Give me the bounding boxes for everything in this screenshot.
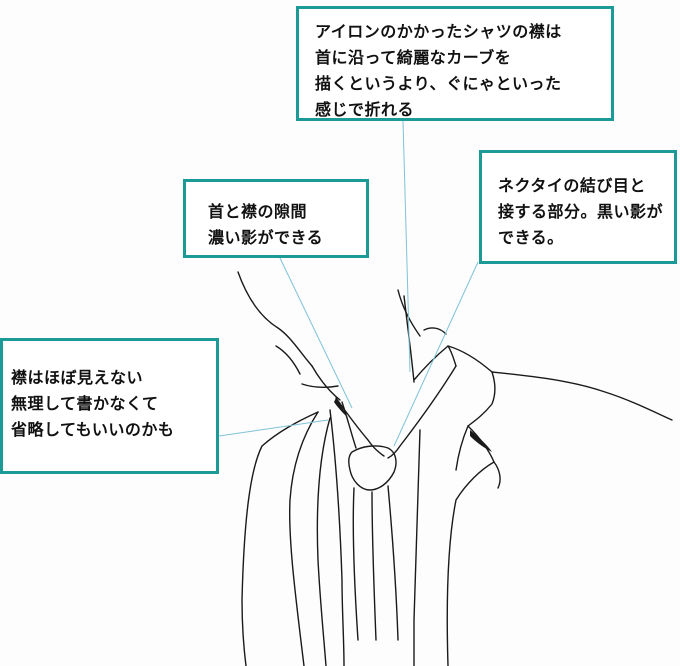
collar-right-fold xyxy=(387,365,457,459)
callout-neck-gap: 首と襟の隙間 濃い影ができる xyxy=(183,179,369,258)
callout-hidden-collar: 襟はほぼ見えない 無理して書かなくて 省略してもいいのかも xyxy=(0,338,219,474)
callout-tie-knot: ネクタイの結び目と 接する部分。黒い影が できる。 xyxy=(479,150,677,264)
callout-text-line: 感じで折れる xyxy=(315,100,415,119)
neck-right-edge xyxy=(403,295,415,383)
tie-center xyxy=(371,491,377,641)
throat-line xyxy=(301,383,339,389)
callout-text-line: 接する部分。黒い影が xyxy=(498,202,664,221)
collar-left-inner xyxy=(341,401,357,449)
figure-sketch xyxy=(237,271,673,666)
callout-text-line: 無理して書かなくて xyxy=(11,394,159,413)
shadow-areas xyxy=(334,398,492,452)
callout-text-line: 描くというより、ぐにゃといった xyxy=(315,74,562,93)
shirt-edge-right xyxy=(413,429,421,666)
callout-text-line: 首と襟の隙間 xyxy=(208,202,308,221)
callout-text-line: 襟はほぼ見えない xyxy=(11,368,144,387)
jaw-line-left xyxy=(237,271,313,367)
callout-collar-curve: アイロンのかかったシャツの襟は 首に沿って綺麗なカーブを 描くというより、ぐにゃ… xyxy=(296,6,614,121)
tie-blade-left xyxy=(352,487,359,641)
leader-line-neck-gap xyxy=(279,257,353,409)
tie-blade-right xyxy=(387,485,399,641)
callout-text-line: 首に沿って綺麗なカーブを xyxy=(315,48,512,67)
jacket-notch xyxy=(493,461,501,489)
jacket-shoulder-left xyxy=(241,411,319,666)
chin-shadow xyxy=(275,345,301,375)
callout-text-line: 濃い影ができる xyxy=(208,228,324,247)
leader-line-tie-knot xyxy=(393,261,479,447)
jacket-lapel-left-inner xyxy=(316,417,331,666)
shirt-edge-left xyxy=(329,409,345,666)
callout-text-line: 省略してもいいのかも xyxy=(11,420,175,439)
leader-lines xyxy=(218,120,479,447)
jacket-shoulder-right xyxy=(491,371,673,421)
tie-knot xyxy=(347,445,397,491)
jacket-right-line xyxy=(455,425,469,471)
callout-text-line: できる。 xyxy=(498,228,564,247)
tie-contact-shadow xyxy=(470,430,492,452)
callout-text-line: アイロンのかかったシャツの襟は xyxy=(315,22,562,41)
leader-line-hidden-collar xyxy=(218,419,329,437)
leader-line-collar-curve xyxy=(402,120,411,373)
jacket-lapel-right xyxy=(446,345,496,666)
jacket-lapel-left-outer xyxy=(289,411,319,666)
callout-text-line: ネクタイの結び目と xyxy=(498,176,646,195)
neck-line-left xyxy=(311,365,341,401)
collar-right-edge xyxy=(423,327,447,335)
neck-gap-shadow xyxy=(334,398,348,418)
